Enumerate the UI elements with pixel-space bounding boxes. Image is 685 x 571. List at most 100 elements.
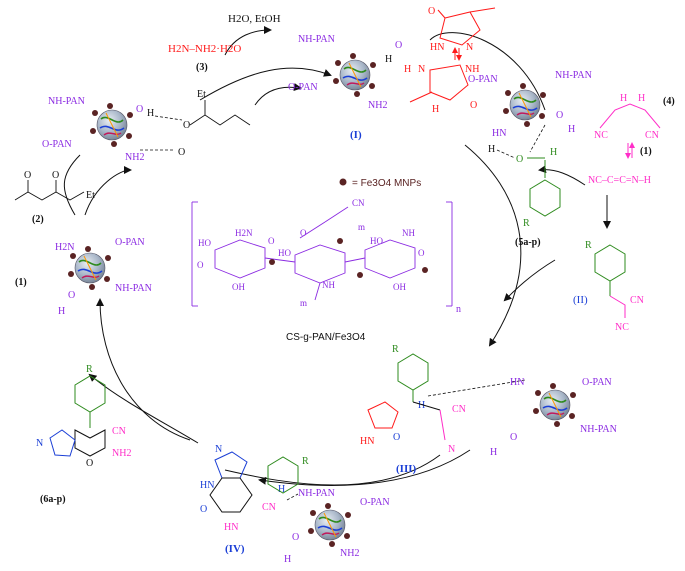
int4-h: H [278,484,285,495]
nh2-label-6: NH2 [340,548,359,559]
malononitrile: H H NC CN (4) (1) NC–C=C=N–H [588,93,675,186]
product-6: R CN NH2 O N (6a-p) [36,364,131,505]
nh-pan-label-4: NH-PAN [555,70,592,81]
benzylidene-r: R [585,240,592,251]
o-pan-label-2: O-PAN [115,237,145,248]
h2n-label: H2N [55,242,74,253]
benzylidene-nc: NC [615,322,629,333]
ethyl-acetoacetate: O O Et (2) [14,170,95,225]
hydrazine-number: (3) [196,62,208,73]
o-label-5: O [510,432,517,443]
aldehyde-h: H [550,147,557,158]
polymer-cn: CN [352,198,365,208]
intermediate-IV: N HN O HN CN H R (IV) NH-PAN O-PAN NH2 O… [200,444,390,565]
polymer-nh-2: NH [402,228,415,238]
product-n: N [36,438,43,449]
product-r: R [86,364,93,375]
polymer-o-4: O [418,248,425,258]
int4-n: N [215,444,222,455]
h-label-3: H [385,54,392,65]
o-pan-label-3: O-PAN [288,82,318,93]
intermediate-II: R CN NC (II) [573,240,644,333]
arrow-water-ethanol [224,26,272,56]
polymer-o-3: O [300,228,307,238]
int3-h2: H [490,447,497,458]
intermediate-IV-label: (IV) [225,543,245,555]
int4-hn-2: HN [224,522,238,533]
polymer-ho-3: HO [370,236,383,246]
et-label-2: Et [86,190,95,201]
catalyst-with-aldehyde: O-PAN NH-PAN O H HN H O H R (5a-p) [468,70,592,248]
h-label-2: H [58,306,65,317]
int4-o: O [200,504,207,515]
nh2-label: NH2 [125,152,144,163]
fe3o4-dot-icon [339,178,347,186]
product-nh2: NH2 [112,448,131,459]
int4-r: R [302,456,309,467]
int3-o: O [393,432,400,443]
int4-hn: HN [200,480,214,491]
polymer-o-1: O [268,236,275,246]
keto-o: O [178,147,185,158]
equilibrium-number: (1) [640,146,652,157]
tautomer-n: N [418,64,425,75]
et-label: Et [197,89,206,100]
o-pan-label-6: O-PAN [360,497,390,508]
o-pan-label: O-PAN [42,139,72,150]
ester-o: O [183,120,190,131]
product-cn: CN [112,426,126,437]
ketone-o: O [24,170,31,181]
intermediate-III-label: (III) [396,463,417,475]
tautomer-h: H [404,64,411,75]
hn-label-5: HN [510,377,524,388]
polymer-caption: CS-g-PAN/Fe3O4 [286,332,366,343]
ethyl-acetoacetate-number: (2) [32,214,44,225]
h-label: H [147,108,154,119]
hn-label-4: HN [492,128,506,139]
polymer-structure [191,201,453,307]
intermediate-III: R H HN O CN N H (III) HN O-PAN NH-PAN O [360,344,617,475]
malononitrile-h2: H [638,93,645,104]
intermediate-I: NH-PAN O-PAN NH2 O H (I) [288,34,402,141]
ketenimine-label: NC–C=C=N–H [588,175,651,186]
polymer-m-1: m [358,222,365,232]
o-label: O [68,290,75,301]
int3-n: N [448,444,455,455]
pyrazolone-hn: HN [430,42,444,53]
pyrazolone-o: O [428,6,435,17]
product-number: (6a-p) [40,494,66,505]
int4-cn: CN [262,502,276,513]
polymer-m-2: m [300,298,307,308]
water-ethanol-label: H2O, EtOH [228,13,281,25]
hydrazine-label: H2N–NH2·H2O [168,43,241,55]
polymer-ho-1: HO [198,238,211,248]
polymer-oh-1: OH [232,282,245,292]
polymer-labels: HO H2N O O OH O CN m HO NH m HO NH O OH … [197,198,461,343]
o-label-4: O [556,110,563,121]
tautomer-o: O [470,100,477,111]
aldehyde-number: (5a-p) [515,237,541,248]
polymer-n: n [456,304,461,315]
legend: = Fe3O4 MNPs [339,178,421,189]
o-label-6: O [292,532,299,543]
catalyst-number: (1) [15,277,27,288]
polymer-h2n: H2N [235,228,253,238]
aldehyde-o: O [516,154,523,165]
intermediate-II-label: (II) [573,294,588,306]
malononitrile-h1: H [620,93,627,104]
int3-r: R [392,344,399,355]
nh2-label-3: NH2 [368,100,387,111]
polymer-nh: NH [322,280,335,290]
nh-pan-label-6: NH-PAN [298,488,335,499]
catalyst-with-ketoester: NH-PAN O-PAN NH2 O H Et O O [42,89,251,163]
malononitrile-number: (4) [663,96,675,107]
o-pan-label-5: O-PAN [582,377,612,388]
aldehyde-r: R [523,218,530,229]
nh-pan-label-2: NH-PAN [115,283,152,294]
tautomer-h2: H [432,104,439,115]
oh-label: O [136,104,143,115]
int3-hn: HN [360,436,374,447]
o-pan-label-4: O-PAN [468,74,498,85]
h-label-4b: H [488,144,495,155]
